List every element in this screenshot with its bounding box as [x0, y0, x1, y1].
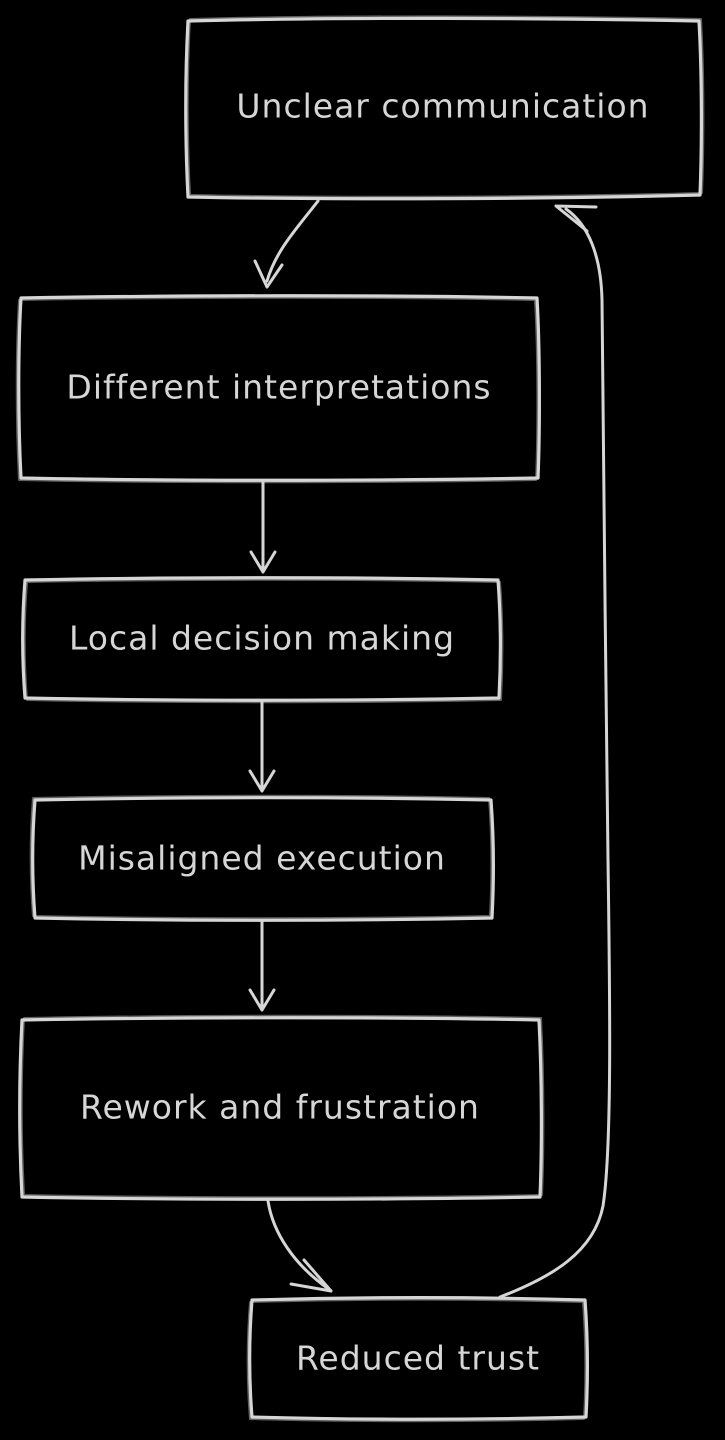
node-box [17, 294, 541, 482]
edge-different-to-local [249, 480, 277, 574]
edge-reduced-to-unclear-feedback [498, 204, 612, 1299]
arrowhead-icon [249, 550, 277, 574]
node-different-interpretations: Different interpretations [15, 294, 541, 484]
node-label: Reduced trust [296, 1339, 540, 1378]
node-box [31, 796, 495, 922]
node-rework-and-frustration: Rework and frustration [18, 1014, 545, 1201]
edge-unclear-to-different [253, 199, 320, 289]
arrowhead-icon [248, 988, 276, 1012]
edge-local-to-misaligned [248, 700, 276, 793]
node-box-sketch [186, 15, 705, 198]
node-reduced-trust: Reduced trust [246, 1296, 589, 1423]
node-label: Local decision making [69, 619, 455, 658]
node-box-sketch [246, 1298, 587, 1423]
node-label: Rework and frustration [80, 1088, 480, 1127]
edge-line [265, 199, 320, 283]
node-box-sketch [20, 1014, 545, 1199]
edge-rework-to-reduced [266, 1199, 333, 1293]
arrowhead-icon [554, 204, 598, 233]
node-box [248, 1296, 589, 1421]
node-label: Misaligned execution [78, 839, 446, 878]
node-label: Different interpretations [66, 368, 491, 407]
node-box [21, 576, 502, 702]
node-box-sketch [29, 794, 493, 920]
node-local-decision-making: Local decision making [21, 576, 504, 704]
node-box [18, 1016, 543, 1201]
arrowhead-icon [253, 259, 284, 289]
node-misaligned-execution: Misaligned execution [29, 794, 495, 922]
node-label: Unclear communication [236, 87, 649, 126]
node-unclear-communication: Unclear communication [184, 15, 705, 201]
edge-line [498, 207, 612, 1299]
node-box-sketch [23, 578, 504, 704]
arrowhead-icon [248, 769, 276, 793]
edge-line [266, 1199, 332, 1292]
node-box-sketch [15, 296, 539, 484]
edge-misaligned-to-rework [248, 920, 276, 1012]
arrowhead-icon [289, 1258, 333, 1293]
node-box [184, 16, 703, 201]
